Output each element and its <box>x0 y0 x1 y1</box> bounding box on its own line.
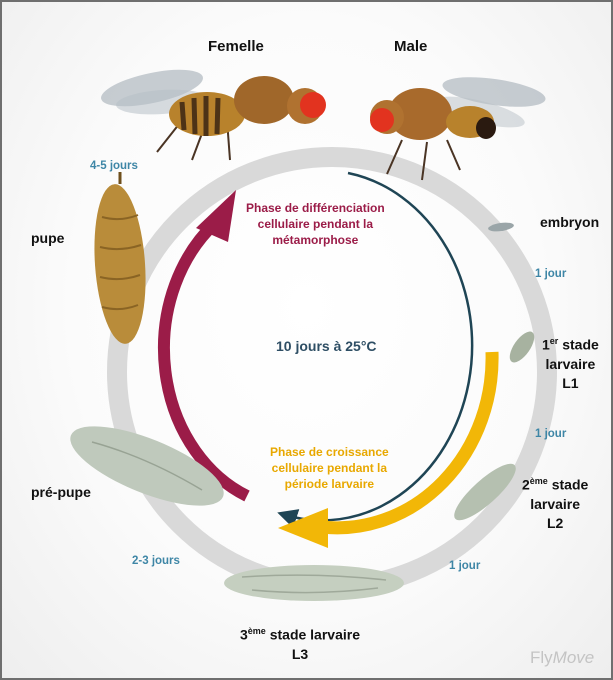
pupa-label: pupe <box>31 230 64 246</box>
l3-stage-label: 3ème stade larvaire L3 <box>240 622 360 664</box>
l1-stage-label: 1er stade larvaire L1 <box>542 332 599 393</box>
l3-larva-image <box>224 565 404 601</box>
pupa-image <box>89 172 150 346</box>
duration-embryo-to-l1: 1 jour <box>535 268 566 280</box>
duration-l3-to-prepupa: 2-3 jours <box>132 555 180 567</box>
l2-stage-label: 2ème stade larvaire L2 <box>522 472 588 533</box>
flymove-watermark: FlyMove <box>530 648 594 668</box>
embryo-label: embryon <box>540 214 599 230</box>
male-label: Male <box>394 38 427 55</box>
duration-l1-to-l2: 1 jour <box>535 428 566 440</box>
female-fly-image <box>98 63 326 160</box>
differentiation-phase-text: Phase de différenciation cellulaire pend… <box>246 200 385 248</box>
female-label: Femelle <box>208 38 264 55</box>
growth-phase-text: Phase de croissance cellulaire pendant l… <box>270 444 389 492</box>
duration-l2-to-l3: 1 jour <box>449 560 480 572</box>
cycle-duration-label: 10 jours à 25°C <box>276 338 377 354</box>
duration-pupa-to-adult: 4-5 jours <box>90 160 138 172</box>
prepupa-label: pré-pupe <box>31 484 91 500</box>
